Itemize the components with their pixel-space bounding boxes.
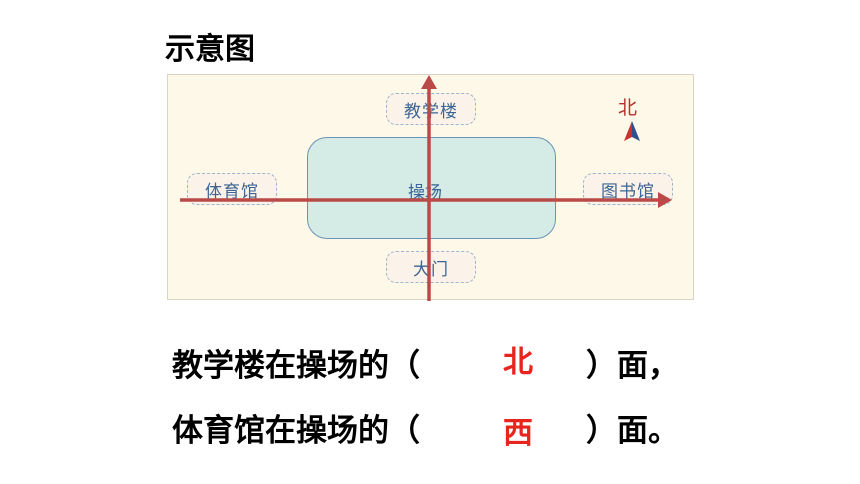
teaching-building-label: 教学楼 bbox=[386, 93, 476, 125]
diagram-title: 示意图 bbox=[165, 32, 255, 67]
question-1-answer: 北 bbox=[503, 345, 533, 380]
question-1: 教学楼在操场的（ bbox=[172, 340, 420, 385]
question-2-suffix: ）面。 bbox=[586, 413, 679, 449]
question-1-prefix: 教学楼在操场的（ bbox=[172, 348, 420, 384]
east-arrowhead bbox=[658, 192, 672, 208]
axes-arrows bbox=[180, 75, 672, 301]
question-2: 体育馆在操场的（ bbox=[172, 405, 420, 450]
question-2-answer: 西 bbox=[503, 416, 533, 451]
campus-diagram: 操场 教学楼 体育馆 图书馆 大门 北 bbox=[167, 74, 694, 301]
north-label: 北 bbox=[618, 97, 638, 119]
question-2-prefix: 体育馆在操场的（ bbox=[172, 413, 420, 449]
playground-label: 操场 bbox=[408, 183, 442, 203]
compass-arrow-icon bbox=[624, 121, 640, 141]
playground-area bbox=[307, 137, 556, 239]
gate-label: 大门 bbox=[386, 251, 476, 283]
north-arrowhead bbox=[421, 75, 437, 89]
question-1-suffix: ）面， bbox=[586, 348, 679, 384]
